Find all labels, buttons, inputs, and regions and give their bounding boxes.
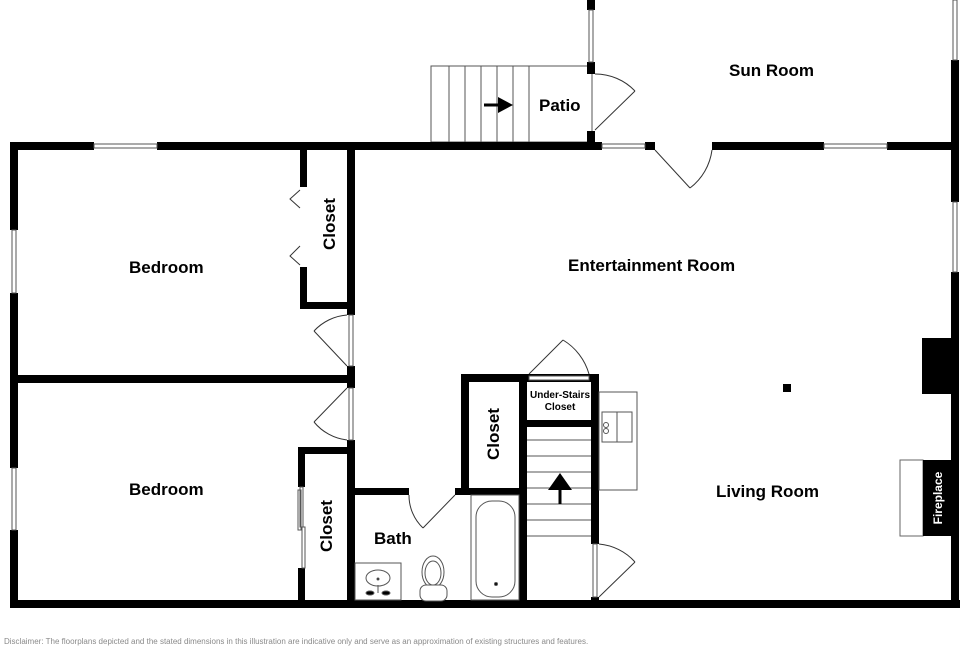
sun-room-walls: [587, 0, 959, 150]
door-swing: [289, 189, 636, 598]
toilet: [419, 555, 448, 602]
fireplace: [899, 338, 953, 537]
arrow-up-icon: [548, 473, 572, 504]
bar-sink: [598, 391, 638, 491]
arrow-right-icon: [484, 97, 513, 113]
room-label-bath: Bath: [374, 529, 412, 548]
room-label-living-room: Living Room: [716, 482, 819, 501]
disclaimer-text: Disclaimer: The floorplans depicted and …: [4, 637, 589, 646]
post-icon: [783, 384, 791, 392]
room-label-bedroom: Bedroom: [129, 480, 204, 499]
room-label-entertainment-room: Entertainment Room: [568, 256, 736, 275]
room-label-fireplace: Fireplace: [931, 471, 945, 525]
room-label-closet: Closet: [484, 408, 503, 460]
bathtub: [470, 494, 520, 601]
room-label-closet: Closet: [317, 500, 336, 552]
room-label-patio: Patio: [539, 96, 581, 115]
windows: [11, 143, 958, 531]
room-label-closet: Closet: [320, 198, 339, 250]
door-swing: [654, 149, 713, 189]
room-label-under-stairs-closet: Under-Stairs Closet: [529, 390, 590, 413]
room-label-bedroom: Bedroom: [129, 258, 204, 277]
closet-sliding-door: [297, 489, 302, 531]
door-swing: [594, 73, 636, 131]
sun-room-windows: [588, 0, 958, 63]
room-label-sun-room: Sun Room: [729, 61, 814, 80]
vanity-sink: [354, 562, 402, 601]
stairs: [527, 439, 591, 537]
